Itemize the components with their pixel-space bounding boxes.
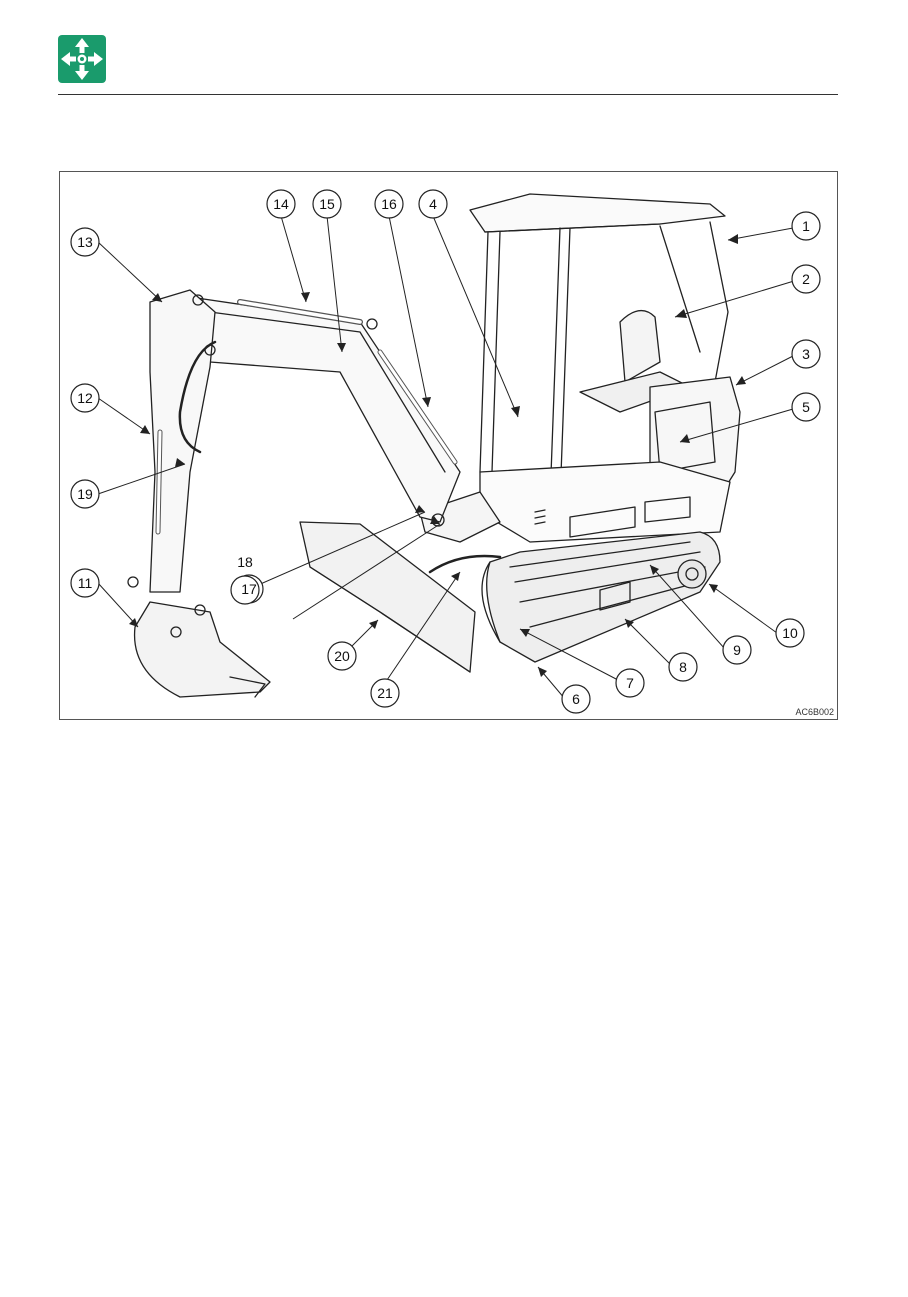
callout-6: 6 bbox=[572, 691, 580, 707]
callout-9: 9 bbox=[733, 642, 741, 658]
callout-21: 21 bbox=[377, 685, 393, 701]
callout-10: 10 bbox=[782, 625, 798, 641]
callout-18: 18 bbox=[237, 554, 253, 570]
callout-13: 13 bbox=[77, 234, 93, 250]
callout-4: 4 bbox=[429, 196, 437, 212]
callout-19: 19 bbox=[77, 486, 93, 502]
excavator-drawing: 1 2 3 4 5 6 7 8 9 10 11 12 13 14 15 16 1… bbox=[70, 189, 821, 714]
callout-8: 8 bbox=[679, 659, 687, 675]
callout-11: 11 bbox=[78, 575, 93, 591]
excavator-figure: 1 2 3 4 5 6 7 8 9 10 11 12 13 14 15 16 1… bbox=[59, 171, 838, 720]
callout-17: 17 bbox=[241, 581, 257, 597]
callout-2: 2 bbox=[802, 271, 810, 287]
header-divider bbox=[58, 94, 838, 95]
section-arrows-icon bbox=[58, 35, 106, 83]
callout-7: 7 bbox=[626, 675, 634, 691]
callout-15: 15 bbox=[319, 196, 335, 212]
figure-code: AC6B002 bbox=[795, 707, 834, 717]
callout-20: 20 bbox=[334, 648, 350, 664]
callout-14: 14 bbox=[273, 196, 289, 212]
callout-12: 12 bbox=[77, 390, 93, 406]
callout-16: 16 bbox=[381, 196, 397, 212]
callout-1: 1 bbox=[802, 218, 810, 234]
callout-3: 3 bbox=[802, 346, 810, 362]
callout-5: 5 bbox=[802, 399, 810, 415]
